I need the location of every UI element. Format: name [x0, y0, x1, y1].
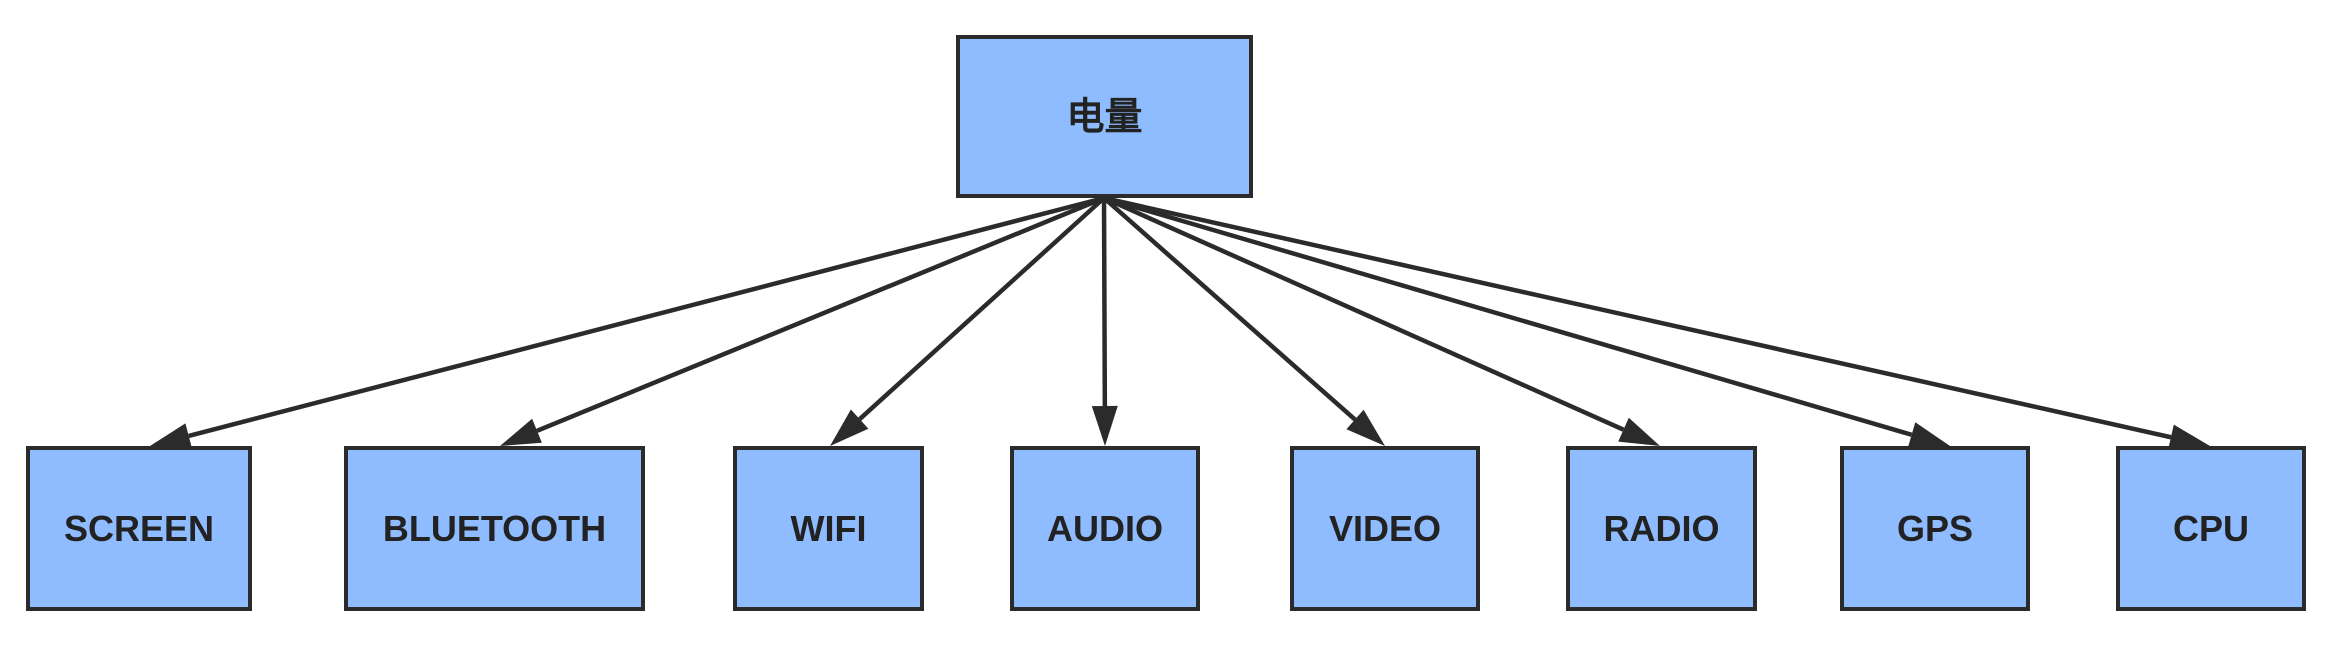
edge-bluetooth [536, 195, 1105, 433]
node-box-gps [1840, 446, 2030, 611]
edge-screen [188, 195, 1105, 439]
node-radio: RADIO [1566, 446, 1757, 611]
arrowhead-gps [1908, 422, 1950, 448]
node-box-cpu [2116, 446, 2306, 611]
node-wifi: WIFI [733, 446, 924, 611]
arrowhead-audio [1091, 405, 1118, 446]
node-label-cpu: CPU [2173, 508, 2249, 549]
node-box-battery [956, 35, 1253, 198]
edge-wifi [858, 196, 1106, 421]
arrowhead-screen [150, 423, 192, 449]
node-gps: GPS [1840, 446, 2030, 611]
arrowhead-video [1346, 409, 1385, 446]
node-box-radio [1566, 446, 1757, 611]
node-label-bluetooth: BLUETOOTH [383, 508, 606, 549]
node-box-bluetooth [344, 446, 645, 611]
node-box-video [1290, 446, 1480, 611]
edge-audio [1101, 197, 1108, 407]
node-cpu: CPU [2116, 446, 2306, 611]
node-label-wifi: WIFI [791, 508, 867, 549]
node-video: VIDEO [1290, 446, 1480, 611]
edge-gps [1103, 195, 1913, 437]
node-box-screen [26, 446, 252, 611]
arrowhead-bluetooth [500, 418, 542, 446]
edge-cpu [1103, 195, 2172, 440]
edge-video [1102, 196, 1357, 422]
edges [150, 195, 2210, 450]
nodes: 电量 SCREEN BLUETOOTH WIFI AUDIO VIDEO RADIO GPS C… [26, 35, 2306, 611]
node-label-video: VIDEO [1329, 508, 1441, 549]
node-box-wifi [733, 446, 924, 611]
node-label-battery: 电量 [1066, 95, 1142, 139]
node-box-audio [1010, 446, 1200, 611]
node-label-radio: RADIO [1604, 508, 1720, 549]
node-label-screen: SCREEN [64, 508, 214, 549]
node-bluetooth: BLUETOOTH [344, 446, 645, 611]
node-label-audio: AUDIO [1047, 508, 1163, 549]
node-battery: 电量 [956, 35, 1253, 198]
node-audio: AUDIO [1010, 446, 1200, 611]
arrowhead-radio [1618, 417, 1660, 446]
edge-radio [1103, 195, 1625, 432]
arrowhead-wifi [830, 409, 869, 446]
node-screen: SCREEN [26, 446, 252, 611]
arrowhead-cpu [2168, 424, 2210, 450]
node-label-gps: GPS [1897, 508, 1973, 549]
